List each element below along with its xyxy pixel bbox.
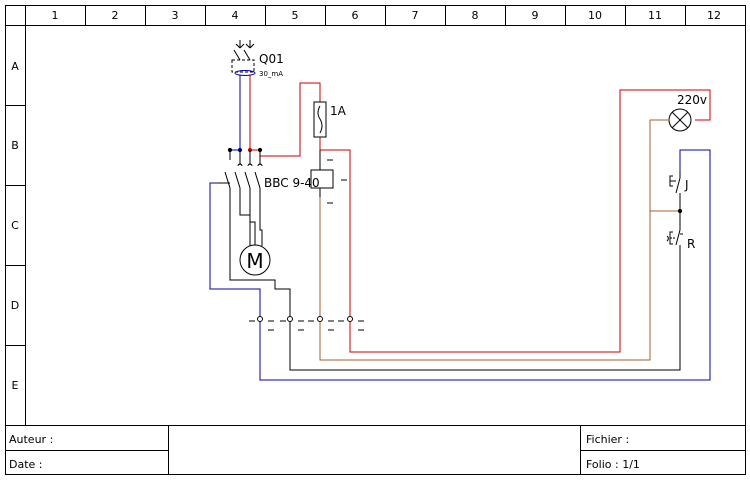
breaker-label: Q01 xyxy=(259,52,284,66)
motor[interactable]: M xyxy=(239,244,271,276)
wire-return xyxy=(319,119,668,361)
push-button-j[interactable]: J xyxy=(669,172,689,214)
wire-motor xyxy=(259,198,263,246)
wire-neutral xyxy=(209,149,711,381)
column-label: 2 xyxy=(112,9,119,22)
row-label: C xyxy=(11,219,19,232)
column-label: 4 xyxy=(232,9,239,22)
wire-phase xyxy=(249,75,321,157)
wire-motor xyxy=(249,198,256,246)
row-label: D xyxy=(11,299,19,312)
lamp-label: 220v xyxy=(677,93,707,107)
wire-phase xyxy=(319,89,711,353)
column-label: 1 xyxy=(52,9,59,22)
breaker-q01[interactable]: Q01 30_mA xyxy=(231,40,284,78)
wire-neutral xyxy=(230,75,241,151)
column-label: 11 xyxy=(648,9,662,22)
contactor-coil xyxy=(310,169,334,189)
column-label: 10 xyxy=(588,9,602,22)
wires xyxy=(209,75,711,381)
fuse-label: 1A xyxy=(330,104,347,118)
lamp-220v[interactable]: 220v xyxy=(668,93,707,132)
row-label: B xyxy=(11,139,19,152)
column-label: 5 xyxy=(292,9,299,22)
folio-label: Folio : 1/1 xyxy=(586,458,640,471)
author-label: Auteur : xyxy=(9,433,53,446)
sheet-frame xyxy=(5,5,746,475)
contactor-label: BBC 9-40 xyxy=(264,176,320,190)
push-button-j-label: J xyxy=(684,178,689,192)
column-label: 3 xyxy=(172,9,179,22)
wire-motor xyxy=(239,198,251,246)
row-label: A xyxy=(11,60,19,73)
row-label: E xyxy=(12,379,19,392)
column-label: 8 xyxy=(472,9,479,22)
file-label: Fichier : xyxy=(586,433,629,446)
contactor-bbc[interactable]: BBC 9-40 xyxy=(218,147,347,204)
fuse[interactable]: 1A xyxy=(313,101,347,138)
column-label: 12 xyxy=(707,9,721,22)
push-button-r-label: R xyxy=(687,237,695,251)
wire-control xyxy=(229,198,681,371)
column-label: 6 xyxy=(352,9,359,22)
date-label: Date : xyxy=(9,458,43,471)
column-labels: 1 2 3 4 5 6 7 8 9 10 11 12 xyxy=(52,9,722,22)
column-label: 7 xyxy=(412,9,419,22)
push-button-r[interactable]: R xyxy=(666,211,695,261)
title-block: Auteur : Date : Fichier : Folio : 1/1 xyxy=(9,433,640,471)
terminal-strip xyxy=(249,316,364,331)
motor-symbol: M xyxy=(246,249,263,273)
row-labels: A B C D E xyxy=(11,60,19,392)
breaker-rating: 30_mA xyxy=(259,70,283,78)
column-label: 9 xyxy=(532,9,539,22)
